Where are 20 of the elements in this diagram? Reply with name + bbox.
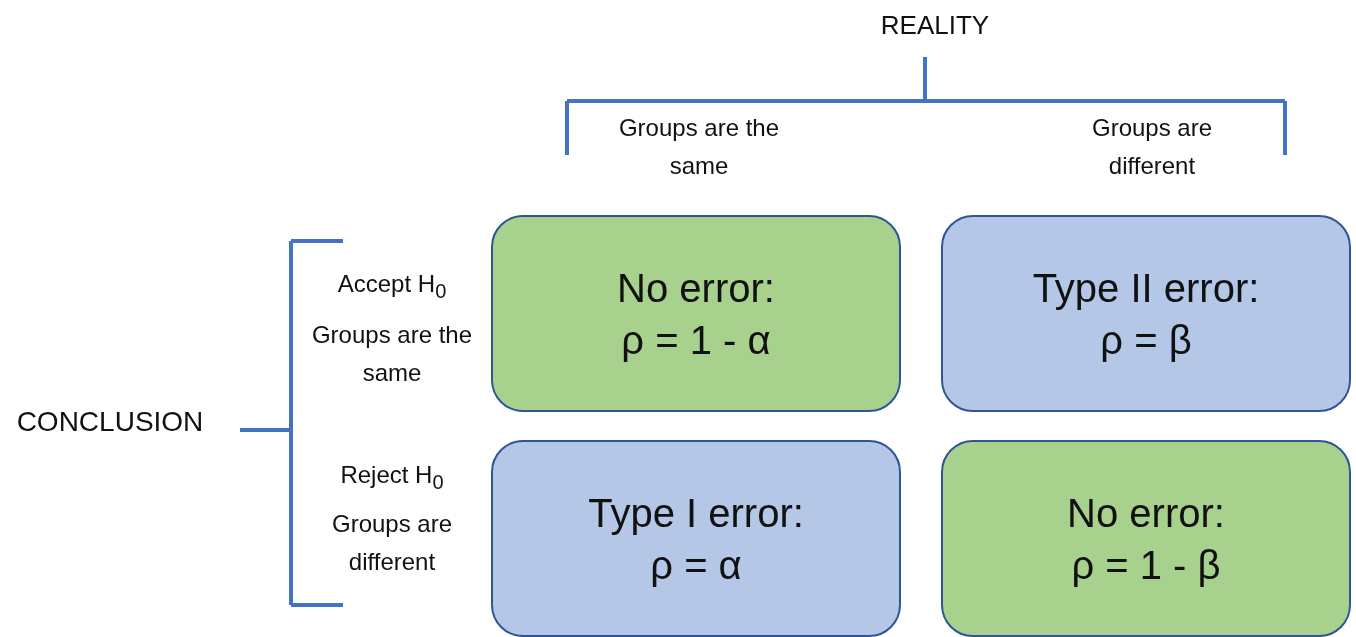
outcome-title: Type II error: [1032,264,1260,312]
outcome-box [941,440,1351,637]
outcome-box [491,215,901,412]
probability-formula: ρ = α [650,541,742,589]
outcome-title: No error: [617,264,775,312]
outcome-title: Type I error: [588,489,804,537]
outcome-box [491,440,901,637]
column-header: Groups are the same [617,113,781,181]
row-header: Reject H$_{0}$ [339,460,445,495]
axis-heading: CONCLUSION [15,405,205,439]
probability-formula: ρ = β [1100,316,1192,364]
column-header: Groups are different [1090,113,1214,181]
row-header: Groups are the same [310,320,474,388]
row-header: Accept H$_{0}$ [336,269,448,304]
probability-formula: ρ = 1 - α [621,316,771,364]
outcome-box [941,215,1351,412]
row-header: Groups are different [330,509,454,577]
axis-heading: REALITY [879,9,991,42]
probability-formula: ρ = 1 - β [1071,541,1221,589]
outcome-title: No error: [1067,489,1225,537]
